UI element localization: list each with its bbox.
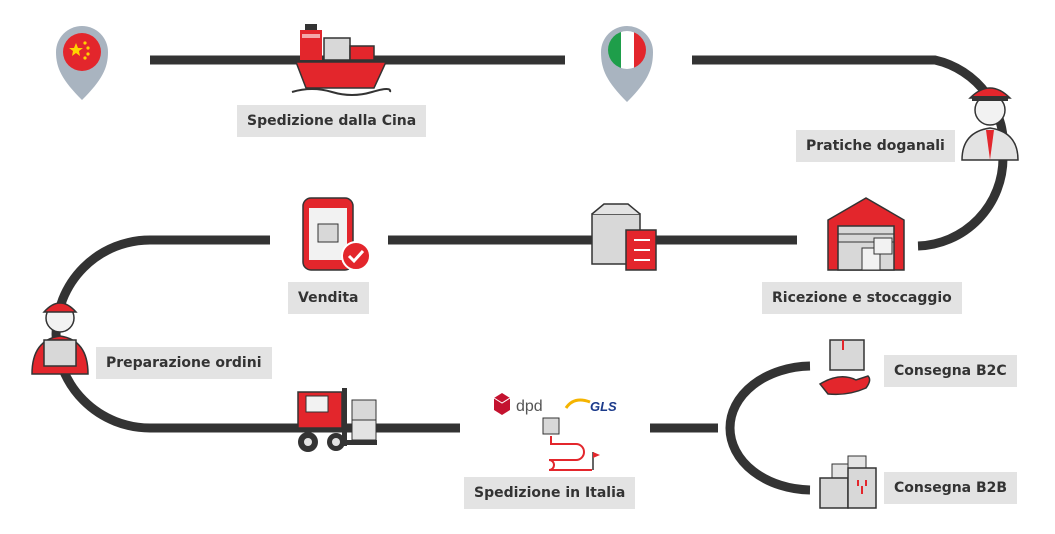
flow-path	[51, 55, 1008, 495]
label-consegna-b2b: Consegna B2B	[884, 472, 1018, 504]
label-spedizione-italia: Spedizione in Italia	[464, 477, 636, 509]
italy-flag-pin-icon	[601, 26, 653, 102]
customs-officer-icon	[961, 87, 1019, 161]
warehouse-worker-icon	[31, 302, 89, 375]
box-checklist-icon	[591, 203, 657, 271]
gls-logo-icon	[564, 398, 591, 409]
gls-logo-text: GLS	[590, 399, 617, 414]
stacked-boxes-icon	[819, 455, 877, 509]
forklift-icon	[297, 388, 377, 452]
cargo-ship-icon	[291, 24, 392, 96]
hand-box-icon	[818, 339, 871, 396]
warehouse-icon	[827, 197, 905, 271]
label-preparazione: Preparazione ordini	[96, 347, 272, 379]
dpd-logo-icon	[493, 393, 511, 415]
label-consegna-b2c: Consegna B2C	[884, 355, 1017, 387]
label-ricezione: Ricezione e stoccaggio	[762, 282, 962, 314]
label-spedizione-cina: Spedizione dalla Cina	[237, 105, 427, 137]
dpd-logo-text: dpd	[516, 398, 543, 415]
delivery-route-icon	[542, 417, 600, 471]
label-vendita: Vendita	[288, 282, 369, 314]
china-flag-pin-icon	[56, 26, 108, 100]
label-pratiche-doganali: Pratiche doganali	[796, 130, 955, 162]
smartphone-order-icon	[302, 197, 371, 271]
